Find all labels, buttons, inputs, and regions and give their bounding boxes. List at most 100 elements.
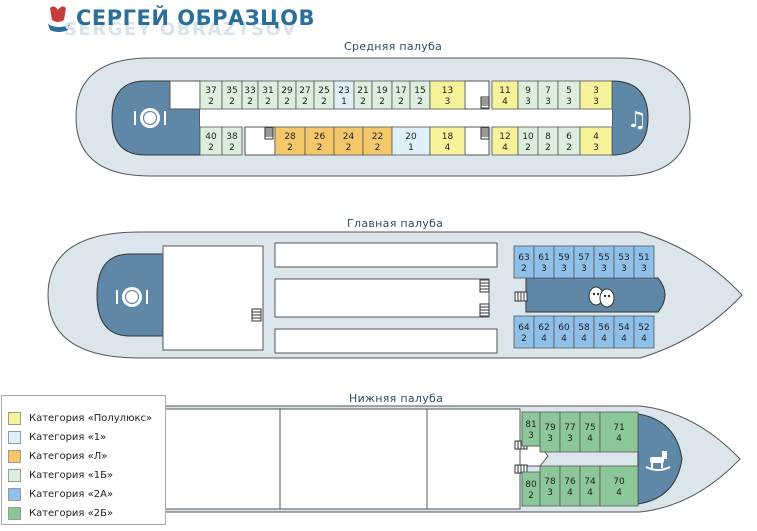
cabin-berths: 2 xyxy=(247,97,253,107)
cabin-25[interactable]: 252 xyxy=(313,80,335,110)
cabin-37[interactable]: 372 xyxy=(199,80,223,110)
cabin-29[interactable]: 292 xyxy=(277,80,297,110)
cabin-berths: 4 xyxy=(561,334,567,344)
cabin-26[interactable]: 262 xyxy=(304,126,335,156)
cabin-number: 62 xyxy=(538,323,549,333)
cabin-6[interactable]: 62 xyxy=(557,126,581,156)
cabin-61[interactable]: 613 xyxy=(533,245,555,279)
cabin-77[interactable]: 773 xyxy=(559,411,581,453)
cabin-40[interactable]: 402 xyxy=(199,126,223,156)
legend-item: Категория «2Б» xyxy=(8,504,113,522)
cabin-78[interactable]: 783 xyxy=(539,465,561,507)
music-note-icon: ♫ xyxy=(627,108,647,133)
cabin-63[interactable]: 632 xyxy=(513,245,535,279)
cabin-8[interactable]: 82 xyxy=(537,126,559,156)
cabin-number: 22 xyxy=(372,132,383,142)
cabin-10[interactable]: 102 xyxy=(517,126,539,156)
cabin-20[interactable]: 201 xyxy=(391,126,431,156)
cabin-number: 8 xyxy=(545,132,551,142)
cabin-74[interactable]: 744 xyxy=(579,465,601,507)
cabin-33[interactable]: 332 xyxy=(241,80,259,110)
cabin-31[interactable]: 312 xyxy=(257,80,279,110)
legend-swatch-cat1 xyxy=(8,430,21,444)
cabin-28[interactable]: 282 xyxy=(274,126,306,156)
cabin-12[interactable]: 124 xyxy=(491,126,519,156)
cabin-55[interactable]: 553 xyxy=(593,245,615,279)
cabin-76[interactable]: 764 xyxy=(559,465,581,507)
restaurant-icon xyxy=(116,287,148,307)
cabin-berths: 3 xyxy=(547,434,553,444)
cabin-berths: 4 xyxy=(641,334,647,344)
cabin-54[interactable]: 544 xyxy=(613,315,635,349)
cabin-3[interactable]: 33 xyxy=(579,80,613,110)
cabin-7[interactable]: 73 xyxy=(537,80,559,110)
cabin-59[interactable]: 593 xyxy=(553,245,575,279)
cabin-number: 61 xyxy=(538,253,549,263)
cabin-58[interactable]: 584 xyxy=(573,315,595,349)
cabin-number: 21 xyxy=(357,86,368,96)
cabin-62[interactable]: 624 xyxy=(533,315,555,349)
cabin-24[interactable]: 242 xyxy=(333,126,364,156)
cabin-number: 18 xyxy=(442,132,454,142)
cabin-berths: 2 xyxy=(521,264,527,274)
cabin-berths: 2 xyxy=(545,143,551,153)
cabin-23[interactable]: 231 xyxy=(333,80,355,110)
cabin-11[interactable]: 114 xyxy=(491,80,519,110)
cabin-64[interactable]: 642 xyxy=(513,315,535,349)
legend-swatch-catL xyxy=(8,449,21,463)
cabin-berths: 2 xyxy=(528,491,534,501)
cabin-berths: 2 xyxy=(208,97,214,107)
cabin-79[interactable]: 793 xyxy=(539,411,561,453)
cabin-number: 31 xyxy=(262,86,273,96)
cabin-number: 80 xyxy=(525,480,537,490)
cabin-berths: 4 xyxy=(567,488,573,498)
cabin-berths: 3 xyxy=(621,264,627,274)
cabin-60[interactable]: 604 xyxy=(553,315,575,349)
cabin-21[interactable]: 212 xyxy=(353,80,373,110)
cabin-70[interactable]: 704 xyxy=(599,465,639,507)
cabin-57[interactable]: 573 xyxy=(573,245,595,279)
cabin-22[interactable]: 222 xyxy=(362,126,393,156)
cabin-15[interactable]: 152 xyxy=(409,80,431,110)
cabin-berths: 2 xyxy=(379,97,385,107)
cabin-5[interactable]: 53 xyxy=(557,80,581,110)
cabin-17[interactable]: 172 xyxy=(391,80,411,110)
cabin-berths: 2 xyxy=(525,143,531,153)
cabin-19[interactable]: 192 xyxy=(371,80,393,110)
cabin-number: 75 xyxy=(584,423,595,433)
cabin-35[interactable]: 352 xyxy=(221,80,243,110)
cabin-4[interactable]: 43 xyxy=(579,126,613,156)
cabin-18[interactable]: 184 xyxy=(429,126,466,156)
cabin-berths: 4 xyxy=(616,434,622,444)
cabin-number: 74 xyxy=(584,477,596,487)
cabin-number: 57 xyxy=(578,253,589,263)
cabin-number: 71 xyxy=(613,423,624,433)
cabin-9[interactable]: 93 xyxy=(517,80,539,110)
cabin-38[interactable]: 382 xyxy=(221,126,243,156)
cabin-53[interactable]: 533 xyxy=(613,245,635,279)
cabin-berths: 3 xyxy=(581,264,587,274)
cabin-51[interactable]: 513 xyxy=(633,245,655,279)
cabin-27[interactable]: 272 xyxy=(295,80,315,110)
lower-deck-title: Нижняя палуба xyxy=(349,392,444,405)
legend-item: Категория «Полулюкс» xyxy=(8,409,152,427)
cabin-number: 12 xyxy=(499,132,510,142)
cabin-berths: 2 xyxy=(321,97,327,107)
cabin-number: 17 xyxy=(395,86,406,96)
cabin-71[interactable]: 714 xyxy=(599,411,639,453)
cabin-52[interactable]: 524 xyxy=(633,315,655,349)
cabin-berths: 3 xyxy=(541,264,547,274)
cabin-berths: 4 xyxy=(581,334,587,344)
cabin-13[interactable]: 133 xyxy=(429,80,466,110)
cabin-berths: 3 xyxy=(593,97,599,107)
cabin-number: 37 xyxy=(205,86,216,96)
cabin-56[interactable]: 564 xyxy=(593,315,615,349)
cabin-number: 63 xyxy=(518,253,529,263)
cabin-80[interactable]: 802 xyxy=(521,471,541,507)
cabin-berths: 2 xyxy=(208,143,214,153)
cabin-81[interactable]: 813 xyxy=(521,411,541,447)
cabin-berths: 2 xyxy=(417,97,423,107)
cabin-number: 33 xyxy=(244,86,255,96)
cabin-75[interactable]: 754 xyxy=(579,411,601,453)
cabin-number: 70 xyxy=(613,477,625,487)
